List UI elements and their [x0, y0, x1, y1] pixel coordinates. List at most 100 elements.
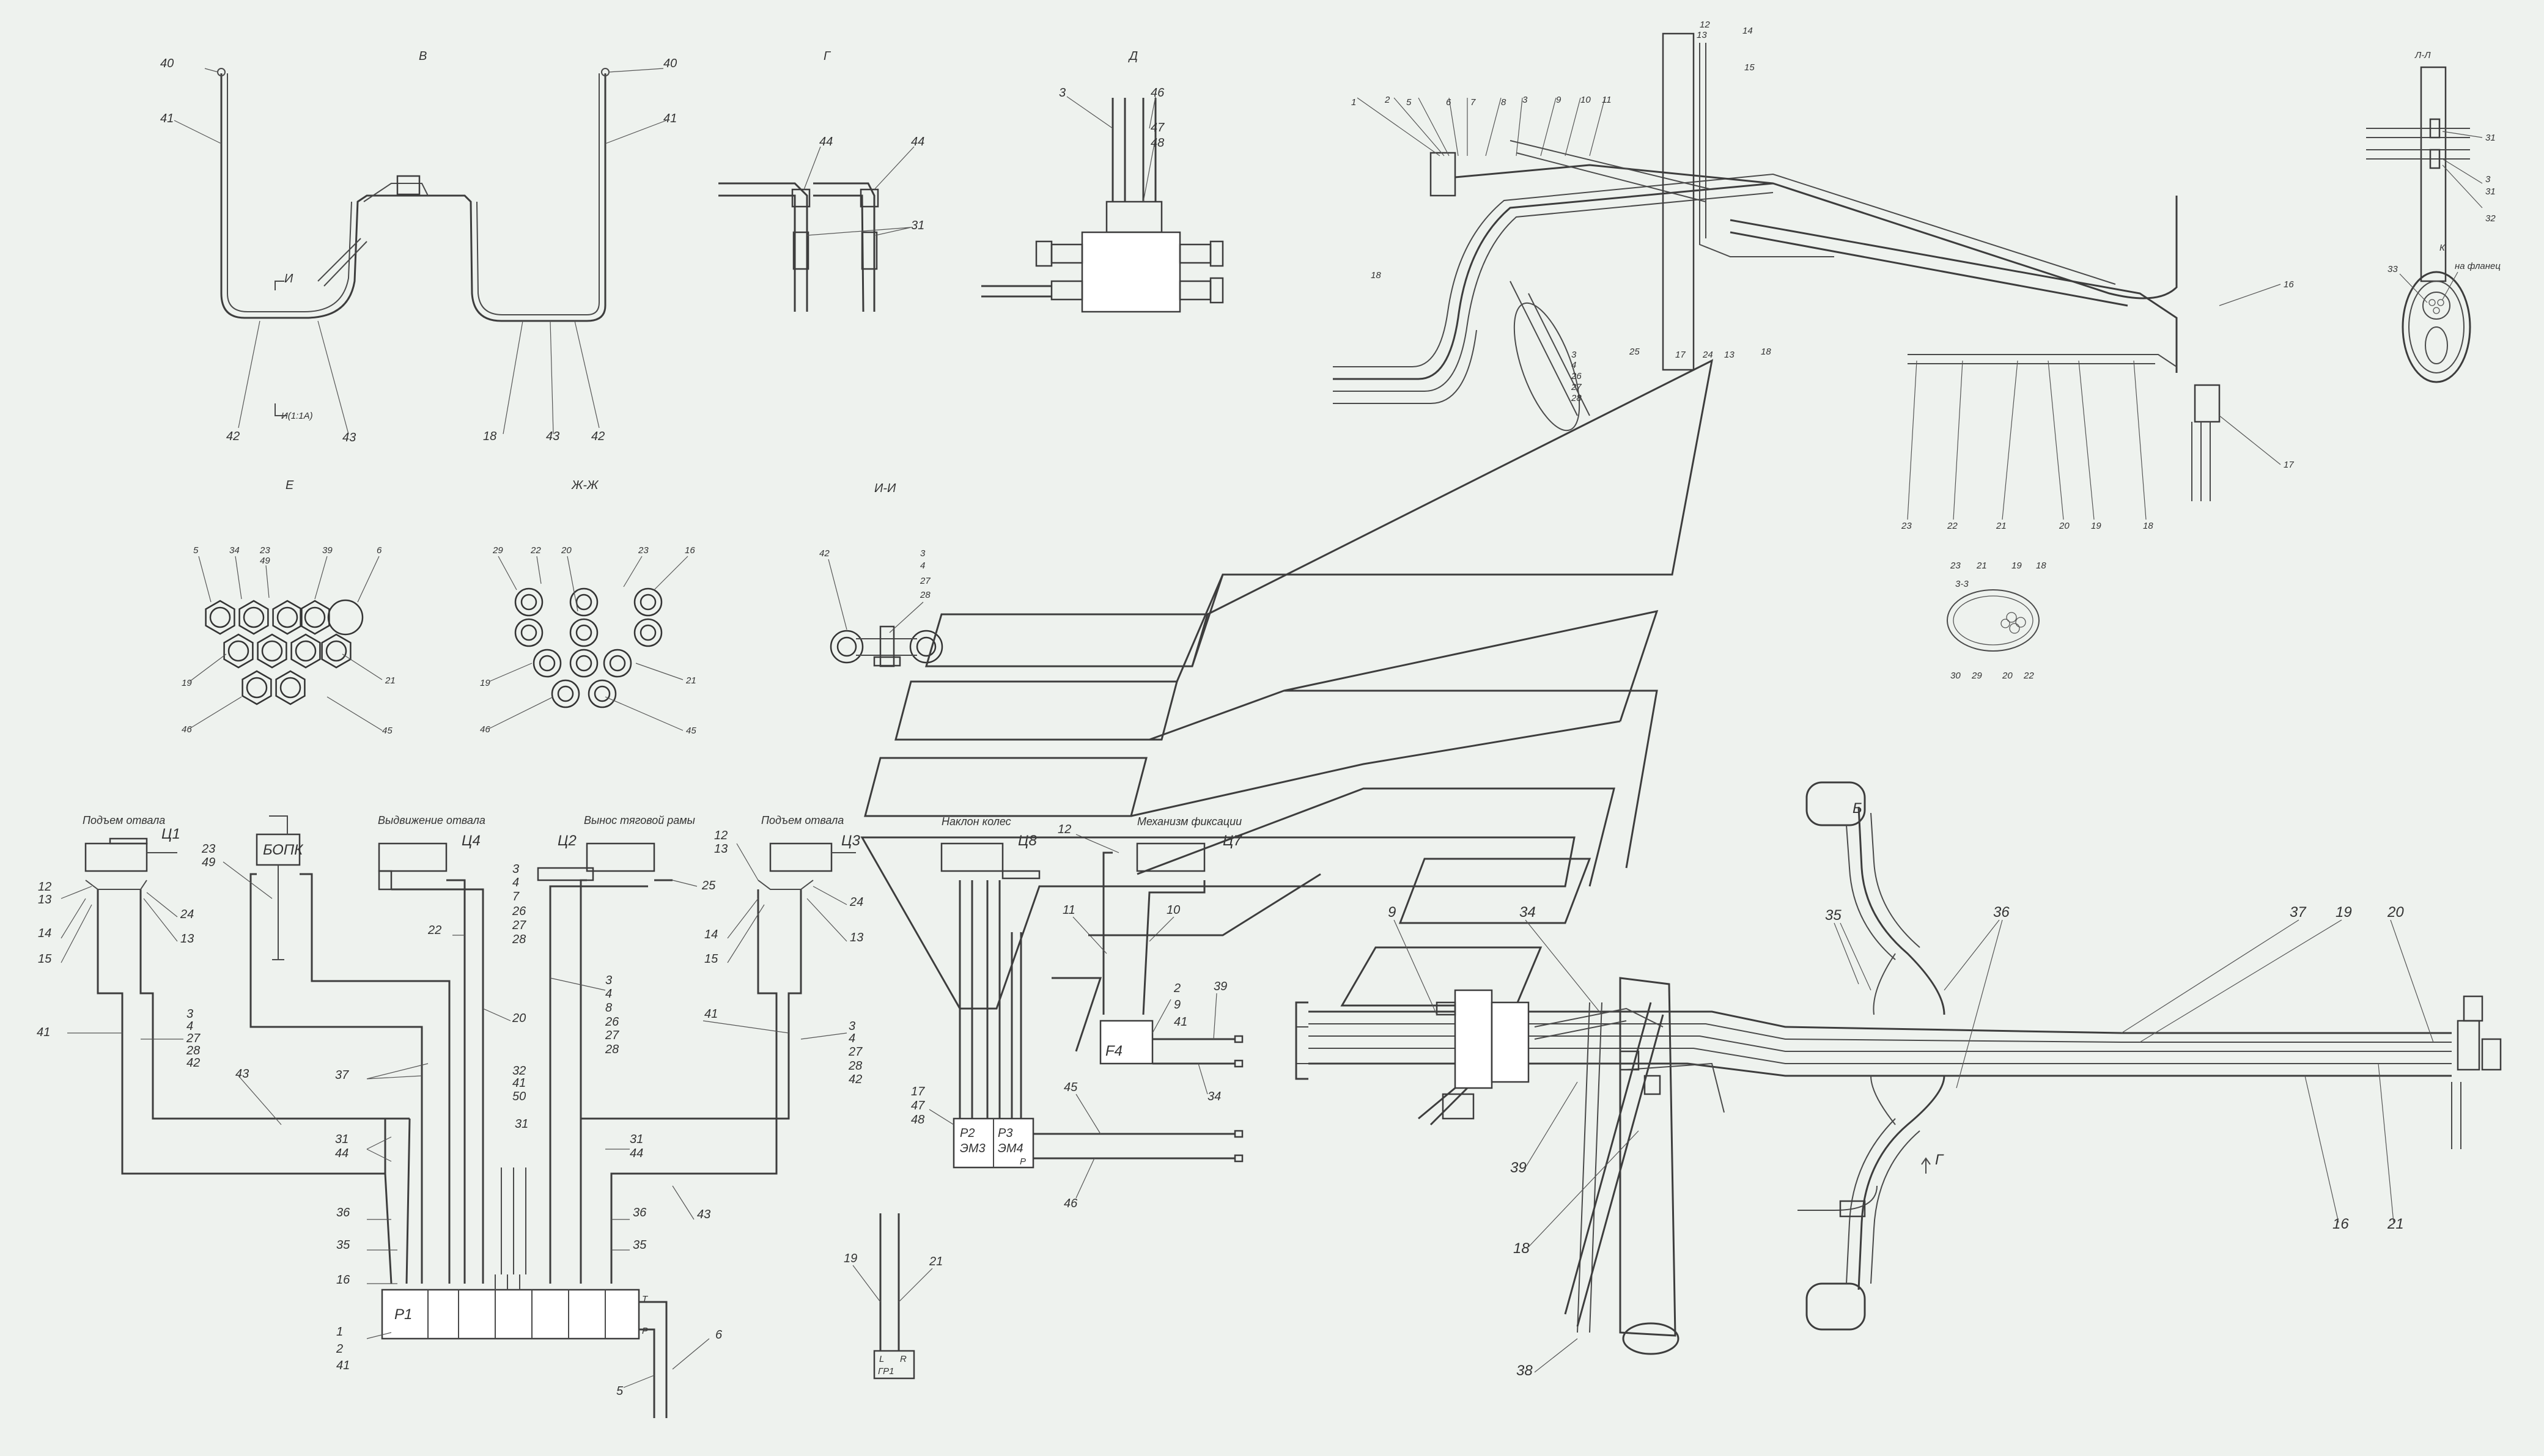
sm-21: 21 — [929, 1255, 943, 1268]
sm-10: 10 — [1167, 903, 1180, 917]
sl-28c: 28 — [605, 1043, 619, 1056]
v-label-18: 18 — [483, 430, 496, 443]
view-zz: 3-3 23 21 19 18 30 29 20 22 — [1947, 561, 2046, 681]
sl-43: 43 — [235, 1067, 249, 1081]
gr1-l: L — [879, 1354, 884, 1364]
sm-39: 39 — [1214, 980, 1227, 993]
tr-label-3b: 3 — [1571, 350, 1577, 360]
tr-label-15: 15 — [1744, 62, 1755, 73]
sl-13b: 13 — [180, 932, 194, 946]
sl-27c: 27 — [605, 1029, 619, 1042]
hex-fitting — [241, 670, 272, 705]
e-label-49: 49 — [260, 556, 270, 566]
c3-cyl: Ц2 — [558, 833, 577, 849]
zz-label-21: 21 — [1976, 561, 1987, 571]
g-label-44a: 44 — [819, 135, 833, 149]
hose-ring — [551, 679, 580, 708]
section-zh-title: Ж-Ж — [571, 479, 599, 492]
sl-28b: 28 — [512, 933, 526, 946]
tr-label-21: 21 — [1996, 521, 2007, 531]
ll-label-32: 32 — [2485, 213, 2496, 224]
view-ll-title: Л-Л — [2414, 50, 2431, 61]
hose-ring — [633, 587, 663, 617]
b-label-g: Г — [1935, 1152, 1944, 1168]
p3-p: P — [1020, 1156, 1026, 1167]
sl-24: 24 — [180, 908, 194, 921]
hex-fitting — [257, 633, 287, 669]
hex-bore — [261, 640, 283, 662]
sm-47: 47 — [911, 1099, 925, 1112]
sl-4c: 4 — [605, 987, 612, 1001]
sl-23: 23 — [201, 842, 215, 856]
zh-label-23: 23 — [638, 545, 649, 556]
e-label-46: 46 — [182, 724, 192, 735]
sm-41: 41 — [1174, 1015, 1187, 1029]
hose-ring — [640, 594, 657, 611]
e-label-21: 21 — [385, 675, 396, 686]
k-label-33: 33 — [2387, 264, 2398, 274]
sl-25: 25 — [701, 879, 716, 892]
sm-12: 12 — [1058, 823, 1071, 836]
b-label-21: 21 — [2387, 1216, 2404, 1232]
sl-43c: 43 — [697, 1208, 710, 1221]
zh-label-29: 29 — [492, 545, 503, 556]
sl-35: 35 — [336, 1238, 350, 1252]
sl-32: 32 — [512, 1064, 526, 1078]
zh-label-45: 45 — [686, 726, 696, 736]
view-b-title: Б — [1853, 800, 1862, 817]
sm-11: 11 — [1063, 903, 1075, 917]
hex-bore — [209, 606, 231, 628]
callout-shapes — [860, 359, 1714, 1052]
hose-ring — [603, 649, 632, 678]
v-label-41b: 41 — [663, 112, 677, 125]
sl-36: 36 — [336, 1206, 350, 1219]
view-g: Г 44 44 31 — [718, 50, 924, 312]
view-b: Б — [1295, 781, 2502, 1379]
sl-22: 22 — [427, 924, 441, 937]
section-e: Е 5 34 23 49 39 6 19 21 46 45 — [182, 479, 396, 736]
c2-title: Выдвижение отвала — [378, 814, 485, 826]
tr-label-6: 6 — [1446, 97, 1451, 108]
sl-3: 3 — [186, 1007, 193, 1021]
sl-1: 1 — [336, 1325, 343, 1339]
zz-label-29: 29 — [1971, 671, 1982, 681]
sl-27b: 27 — [512, 919, 526, 932]
hose-ring — [569, 618, 599, 647]
sl-6: 6 — [715, 1328, 723, 1342]
zh-label-46: 46 — [480, 724, 490, 735]
hose-ring — [575, 655, 592, 672]
ii-label-3: 3 — [920, 548, 926, 559]
sl-24d: 24 — [849, 895, 863, 909]
e-label-6: 6 — [377, 545, 382, 556]
tr-label-20: 20 — [2059, 521, 2070, 531]
gr1-label: ГР1 — [878, 1366, 894, 1377]
b-label-9: 9 — [1388, 904, 1396, 921]
sl-14: 14 — [38, 927, 51, 940]
sl-4b: 4 — [512, 876, 519, 889]
sl-27: 27 — [186, 1032, 201, 1045]
sm-19: 19 — [844, 1252, 857, 1265]
g-label-31: 31 — [911, 219, 924, 232]
sl-37: 37 — [335, 1068, 349, 1082]
v-label-42a: 42 — [226, 430, 240, 443]
c5-cyl: Ц8 — [1018, 833, 1037, 849]
hose-ring — [575, 594, 592, 611]
hose-ring — [514, 618, 544, 647]
ll-label-31b: 31 — [2485, 186, 2496, 197]
zz-label-19: 19 — [2011, 561, 2022, 571]
zh-label-20: 20 — [561, 545, 572, 556]
tr-label-28: 28 — [1571, 393, 1582, 403]
zz-label-22: 22 — [2023, 671, 2034, 681]
ll-label-31: 31 — [2485, 133, 2496, 143]
p1-label: Р1 — [394, 1306, 412, 1323]
sm-46: 46 — [1064, 1197, 1078, 1210]
hex-fitting — [321, 633, 352, 669]
e-label-5: 5 — [193, 545, 199, 556]
zz-label-18: 18 — [2036, 561, 2046, 571]
sm-34: 34 — [1207, 1090, 1221, 1103]
zh-label-21: 21 — [685, 675, 696, 686]
sl-26c: 26 — [605, 1015, 619, 1029]
hex-fitting — [205, 600, 235, 635]
b-label-36: 36 — [1993, 904, 2010, 921]
